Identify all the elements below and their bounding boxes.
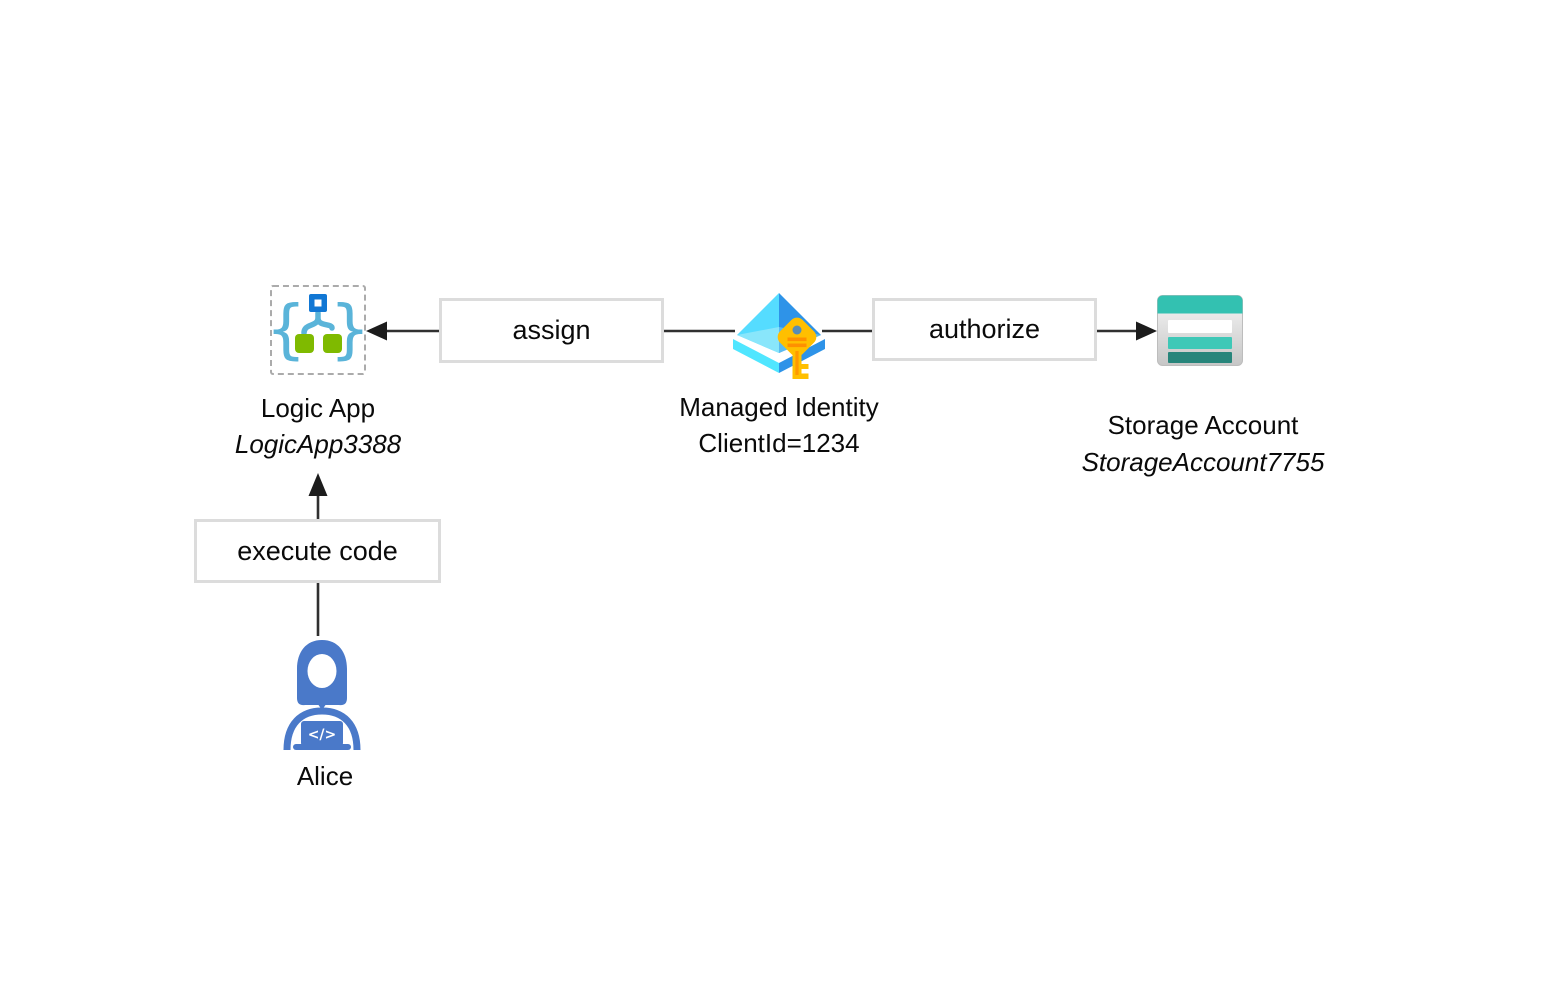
execute-code-edge-label: execute code — [237, 535, 398, 566]
assign-edge-box: assign — [439, 298, 664, 363]
svg-text:</>: </> — [308, 727, 337, 743]
arrowhead-up — [308, 473, 328, 496]
developer-person-icon: </> — [281, 638, 363, 751]
storage-account-instance: StorageAccount7755 — [1081, 447, 1325, 477]
logic-app-title: Logic App — [260, 393, 376, 423]
managed-identity-key-icon — [731, 291, 827, 387]
storage-account-icon — [1157, 295, 1243, 366]
managed-identity-icon-art — [733, 293, 825, 379]
user-title: Alice — [296, 761, 354, 791]
assign-edge-label: assign — [512, 315, 591, 345]
managed-identity-title: Managed Identity — [679, 392, 879, 422]
logic-app-icon: { } — [266, 285, 371, 375]
arrowhead-right — [1136, 321, 1157, 341]
authorize-edge-label: authorize — [928, 314, 1041, 344]
svg-text:}: } — [330, 293, 364, 367]
execute-code-edge-box: execute code — [194, 519, 441, 583]
storage-account-title: Storage Account — [1107, 410, 1299, 440]
logic-app-icon-art: { } — [266, 293, 371, 367]
svg-text:{: { — [272, 293, 306, 367]
arrowhead-left — [366, 321, 387, 341]
storage-account-icon-art — [1157, 295, 1243, 366]
managed-identity-instance: ClientId=1234 — [698, 428, 860, 458]
developer-person-icon-art: </> — [283, 640, 361, 751]
key-glyph — [777, 317, 817, 379]
authorize-edge-box: authorize — [872, 298, 1097, 361]
logic-app-instance: LogicApp3388 — [234, 429, 402, 459]
